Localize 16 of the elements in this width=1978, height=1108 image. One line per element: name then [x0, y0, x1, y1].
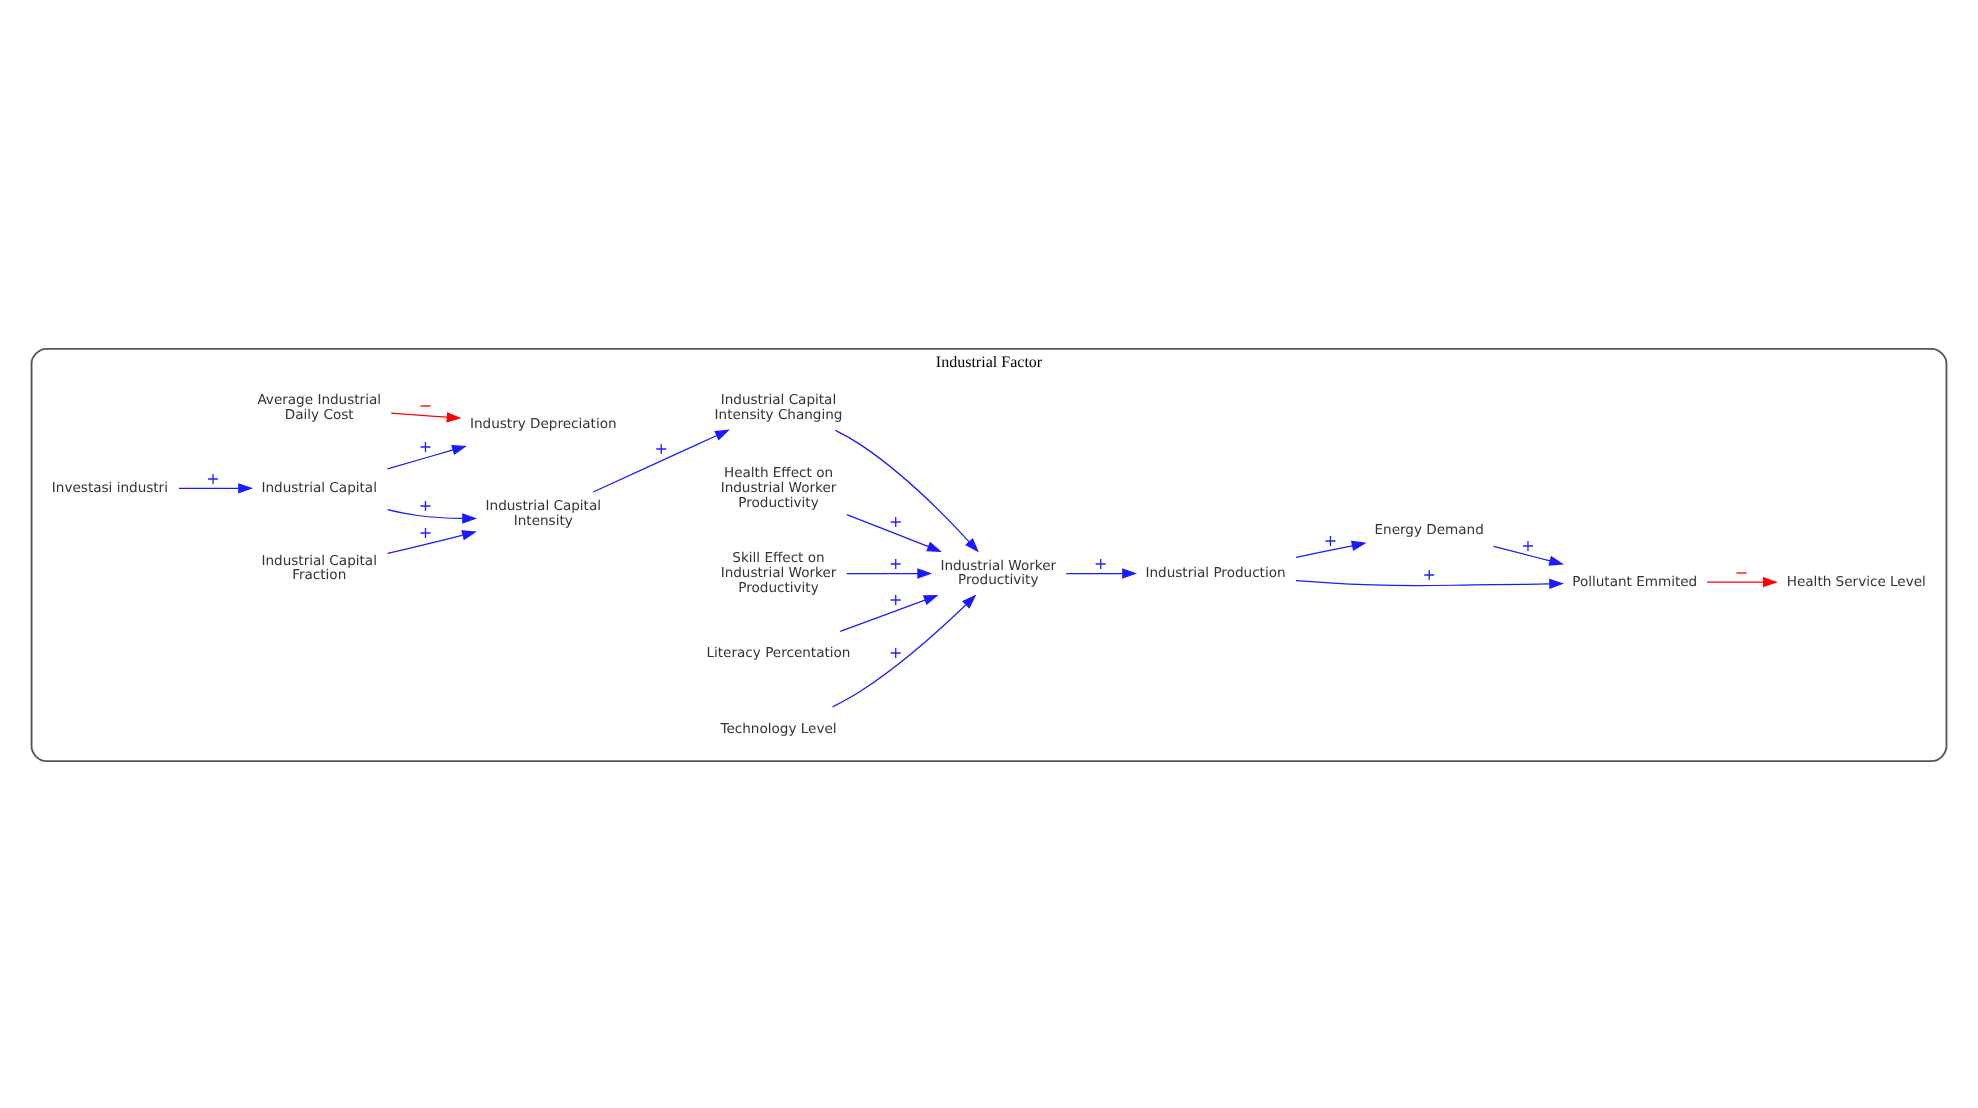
arrow — [834, 428, 979, 552]
arrow — [387, 529, 477, 553]
arrow — [846, 512, 942, 551]
arrow — [592, 428, 730, 492]
arrow — [846, 567, 933, 578]
arrow — [1295, 577, 1565, 589]
arrow — [839, 594, 939, 632]
arrow — [1065, 567, 1137, 578]
arrow — [1295, 539, 1367, 557]
arrow — [386, 444, 467, 469]
arrow — [178, 482, 254, 493]
arrow — [1492, 544, 1565, 565]
arrow — [390, 411, 462, 422]
arrow — [1706, 575, 1778, 587]
arrow — [387, 507, 478, 523]
arrow — [832, 593, 977, 707]
